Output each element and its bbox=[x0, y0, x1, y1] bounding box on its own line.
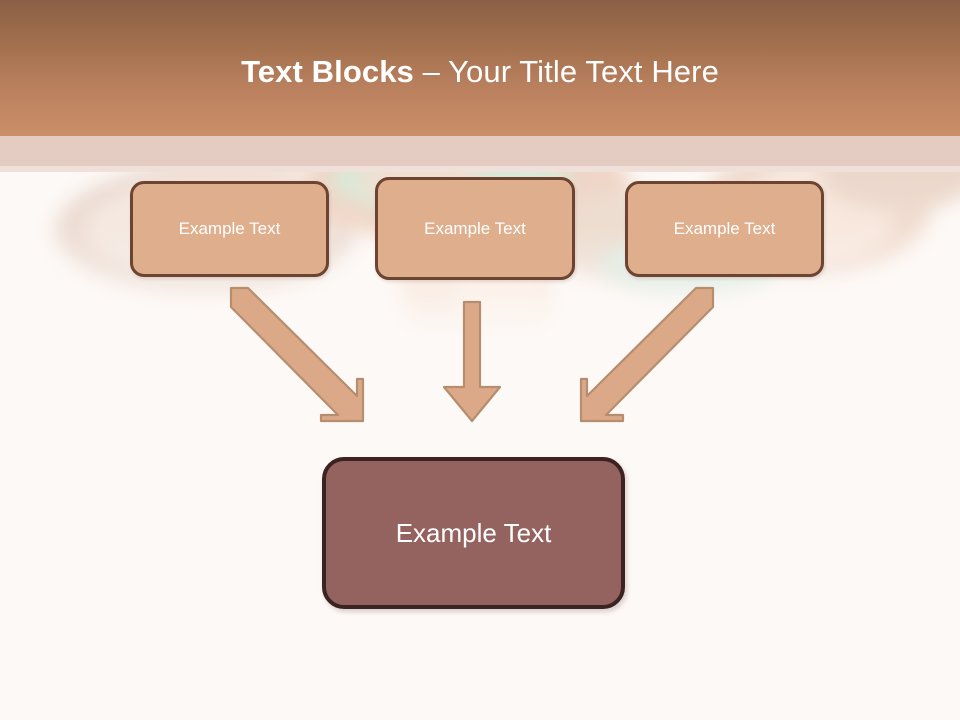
text-block-main[interactable]: Example Text bbox=[322, 457, 625, 609]
page-title-rest: Your Title Text Here bbox=[448, 54, 719, 89]
page-title-separator: – bbox=[413, 54, 449, 89]
text-block-1[interactable]: Example Text bbox=[130, 181, 329, 277]
text-block-2[interactable]: Example Text bbox=[375, 177, 575, 280]
text-block-2-label: Example Text bbox=[424, 218, 526, 238]
text-block-1-label: Example Text bbox=[178, 219, 281, 238]
page-title-bold: Text Blocks bbox=[241, 54, 414, 89]
header-accent-band-light bbox=[0, 166, 960, 172]
header-accent-band bbox=[0, 136, 960, 166]
text-block-3[interactable]: Example Text bbox=[625, 181, 824, 277]
text-block-main-label: Example Text bbox=[395, 517, 552, 548]
header-banner bbox=[0, 0, 960, 136]
page-title: Text Blocks – Your Title Text Here bbox=[0, 54, 960, 90]
text-block-3-label: Example Text bbox=[673, 219, 776, 238]
